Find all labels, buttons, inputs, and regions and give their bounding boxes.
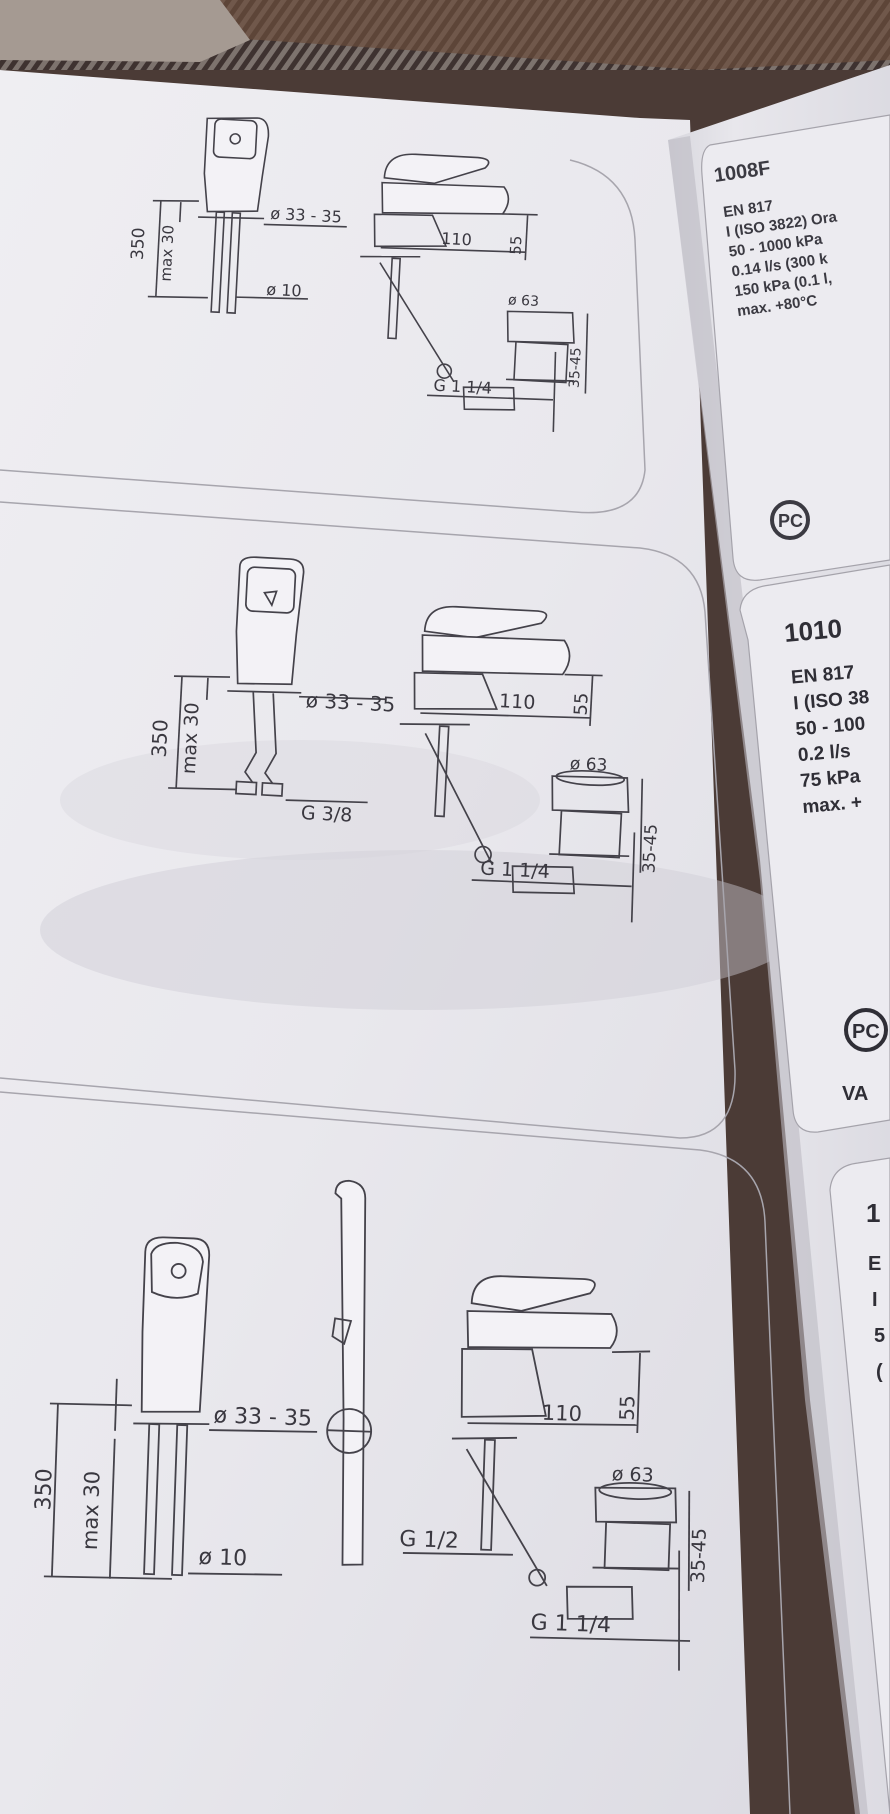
certification-mark: PC [844, 1008, 888, 1052]
dim-pipe: ø 10 [266, 280, 302, 301]
spec-card-third: 1 E I 5 ( [829, 1157, 890, 1814]
dim-height: 350 [147, 719, 173, 758]
dim-drain-range: 35-45 [639, 823, 662, 873]
spec-card-1008f: 1008F EN 817 I (ISO 3822) Ora 50 - 1000 … [701, 114, 890, 581]
dim-drain-dia: ø 63 [611, 1463, 654, 1486]
dim-spout-height: 55 [570, 692, 592, 716]
dim-drain-thread: G 1 1/4 [480, 857, 551, 883]
diagram-1-faucet [147, 117, 589, 432]
side-view [402, 1275, 691, 1671]
spec-line: EN 817 [722, 197, 774, 221]
diagram-3-labels: 350 max 30 ø 33 - 35 ø 10 110 55 ø 63 35… [31, 1395, 711, 1638]
paper-shadow [40, 850, 800, 1010]
diagram-2-labels: 350 max 30 ø 33 - 35 G 3/8 110 55 ø 63 3… [147, 688, 662, 883]
front-view [147, 117, 347, 314]
dim-hole: ø 33 - 35 [305, 688, 396, 717]
spec-line: ( [876, 1361, 883, 1383]
dim-drain-dia: ø 63 [569, 754, 607, 776]
dim-shower-thread: G 1/2 [399, 1527, 459, 1554]
diagram-1-labels: 350 max 30 ø 33 - 35 ø 10 110 55 ø 63 35… [128, 204, 585, 398]
panel-border [0, 159, 646, 514]
certification-mark: PC [770, 500, 810, 540]
dim-max: max 30 [78, 1470, 105, 1550]
dim-max: max 30 [178, 702, 204, 775]
dim-reach: 110 [541, 1401, 582, 1426]
dim-drain-range: 35-45 [687, 1528, 711, 1584]
spec-line: 5 [874, 1325, 885, 1347]
dim-drain-thread: G 1 1/4 [530, 1610, 611, 1638]
spec-model: 1 [866, 1198, 880, 1228]
dim-spout-height: 55 [507, 235, 526, 255]
spec-line: I [872, 1289, 878, 1311]
dim-height: 350 [128, 227, 150, 260]
svg-text:PC: PC [852, 1021, 880, 1043]
spec-model: 1010 [783, 613, 843, 648]
dim-spout-height: 55 [615, 1395, 640, 1421]
panel-border [0, 1091, 791, 1814]
right-leaflet-edge-shadow [668, 136, 868, 1814]
spec-footer: VA [842, 1083, 868, 1105]
panel-border [0, 501, 736, 1139]
fabric-corner [0, 0, 250, 62]
side-view [360, 153, 589, 432]
dim-reach: 110 [499, 690, 536, 714]
dim-pipe: ø 10 [198, 1545, 247, 1572]
front-view [43, 1236, 318, 1580]
shower-head [326, 1179, 373, 1566]
diagram-3-faucet [43, 1179, 691, 1671]
dim-max: max 30 [157, 224, 178, 281]
spec-line: max. + [802, 792, 863, 818]
diagram-2-faucet [168, 556, 644, 923]
dim-drain-thread: G 1 1/4 [433, 376, 492, 398]
dim-drain-range: 35-45 [567, 347, 585, 388]
spec-line: E [868, 1253, 881, 1275]
side-view [399, 605, 644, 923]
spec-card-1010: 1010 EN 817 I (ISO 38 50 - 100 0.2 l/s 7… [739, 564, 890, 1133]
dim-hole: ø 33 - 35 [270, 204, 342, 227]
dim-pipe: G 3/8 [300, 802, 352, 827]
front-view [168, 556, 387, 804]
dim-height: 350 [31, 1468, 57, 1511]
svg-text:PC: PC [778, 511, 803, 531]
dim-hole: ø 33 - 35 [213, 1403, 312, 1431]
spec-line: 0.2 l/s [797, 741, 851, 767]
dim-drain-dia: ø 63 [508, 292, 540, 310]
dim-reach: 110 [441, 229, 472, 250]
